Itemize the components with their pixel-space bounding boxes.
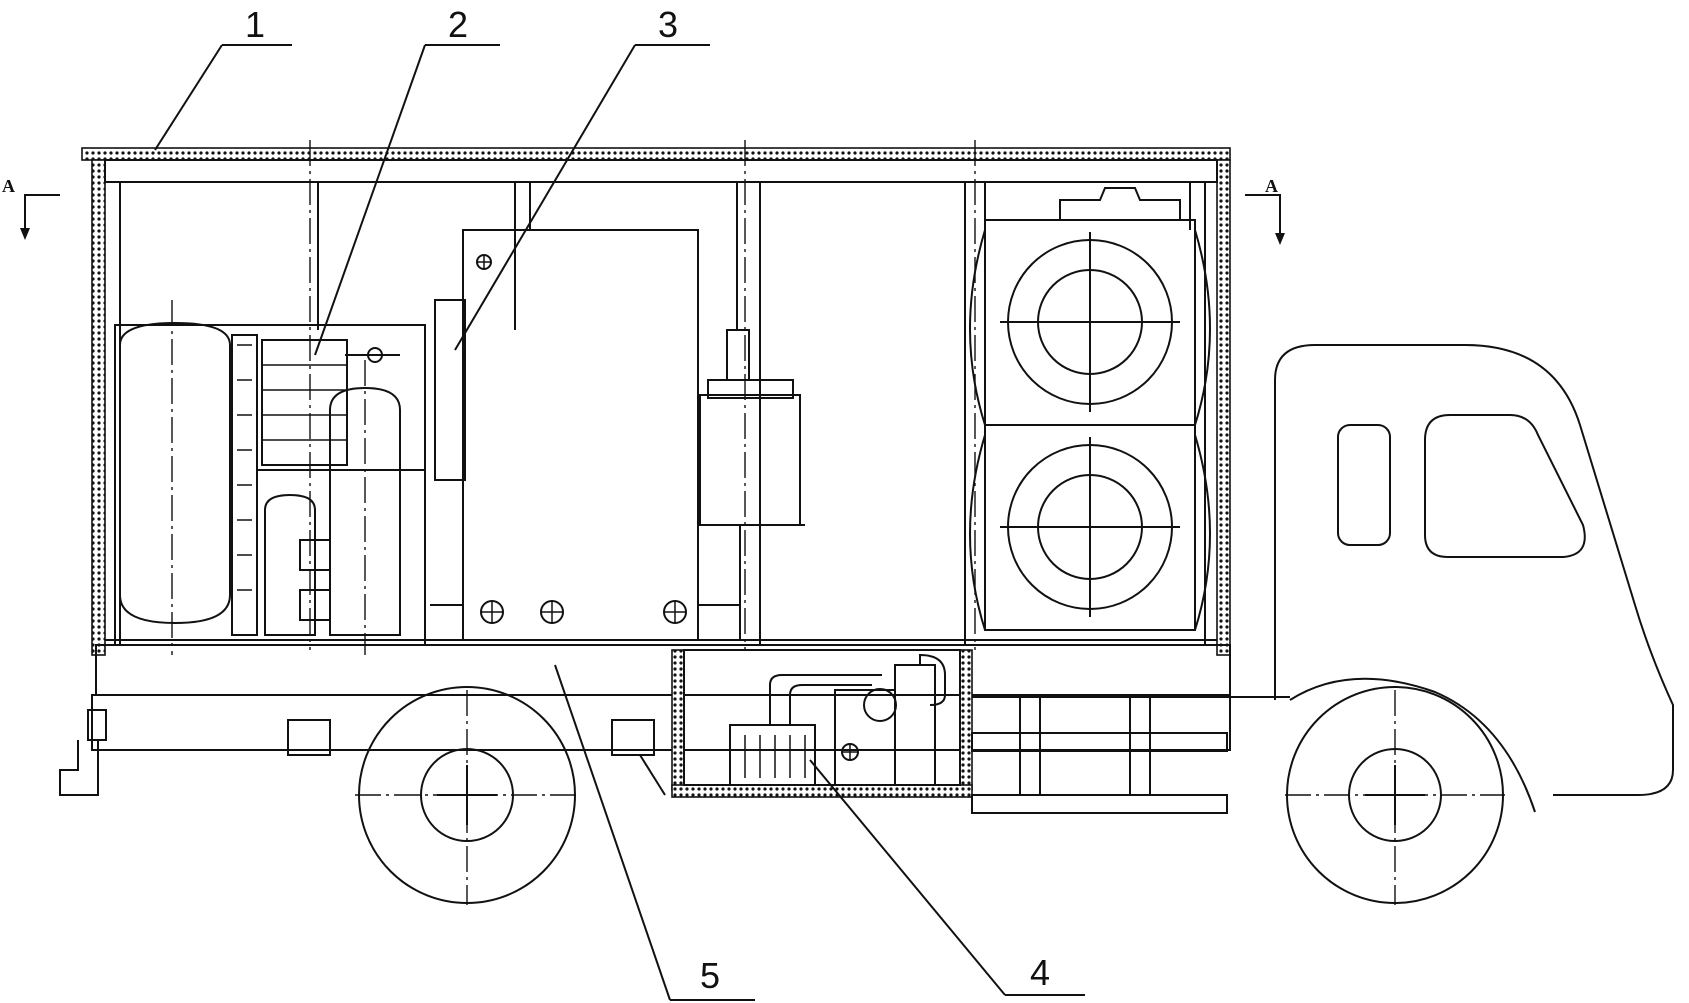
condenser-fan-unit	[969, 187, 1211, 631]
condenser-fan	[1000, 232, 1180, 412]
condenser-fan	[1000, 437, 1180, 617]
callout-label: 1	[245, 4, 265, 45]
callout-label: 2	[448, 4, 468, 45]
chassis	[287, 696, 1290, 814]
callout-4: 4	[809, 759, 1085, 996]
section-mark-left: A	[2, 176, 60, 240]
callout-label: 3	[658, 4, 678, 45]
pump-unit	[699, 329, 805, 640]
callout-3: 3	[454, 4, 710, 351]
callout-label: 4	[1030, 952, 1050, 993]
front-wheel	[1285, 686, 1505, 905]
callout-5: 5	[554, 664, 755, 1001]
central-unit-port	[540, 600, 564, 624]
refrigeration-rack	[114, 300, 426, 655]
central-unit-port	[663, 600, 687, 624]
section-label-left: A	[2, 176, 15, 196]
callout-2: 2	[314, 4, 500, 356]
section-label-right: A	[1265, 176, 1278, 196]
central-unit-port	[480, 600, 504, 624]
callout-1: 1	[154, 4, 292, 151]
central-unit	[430, 229, 740, 641]
underfloor-compartment	[671, 649, 973, 798]
callout-label: 5	[700, 955, 720, 996]
central-unit-bolt	[476, 254, 492, 270]
section-mark-right: A	[1245, 176, 1285, 245]
rear-wheel	[355, 686, 580, 905]
truck-cab	[1274, 344, 1674, 813]
